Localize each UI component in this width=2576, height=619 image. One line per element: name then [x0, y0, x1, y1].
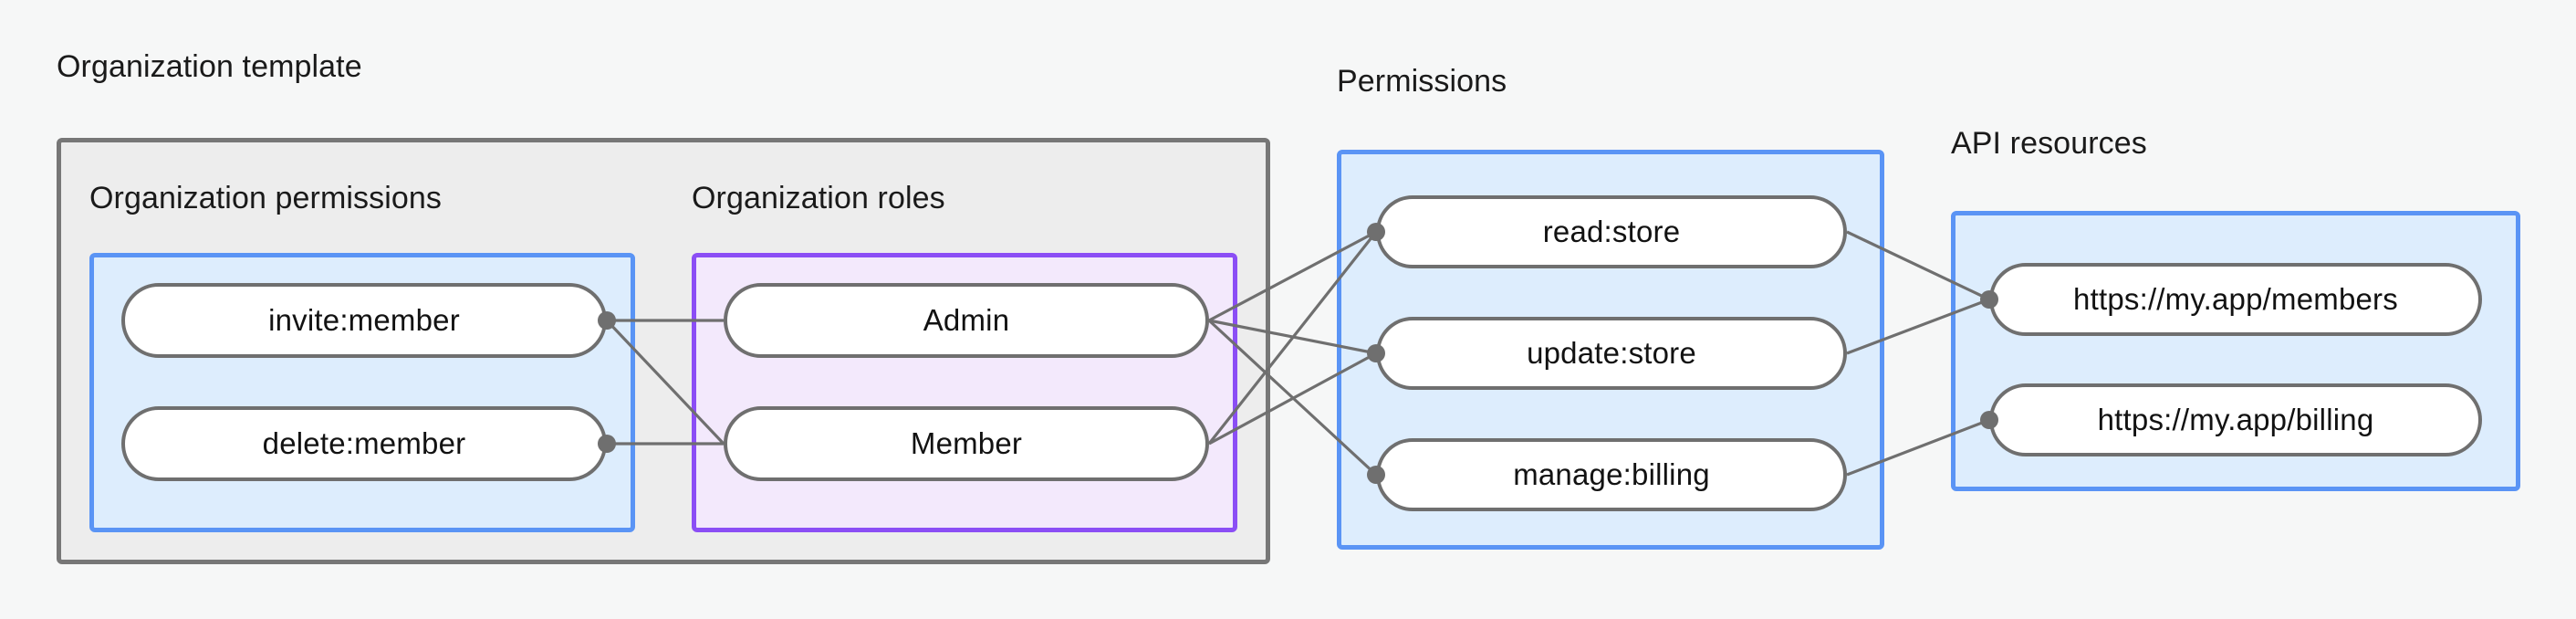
node-read-store[interactable]: read:store [1376, 195, 1847, 268]
organization-permissions-title: Organization permissions [89, 181, 443, 215]
permissions-title: Permissions [1337, 64, 1507, 99]
organization-roles-title: Organization roles [692, 181, 945, 215]
node-billing-resource[interactable]: https://my.app/billing [1989, 383, 2482, 456]
node-manage-billing[interactable]: manage:billing [1376, 438, 1847, 511]
node-admin[interactable]: Admin [724, 283, 1209, 358]
node-member[interactable]: Member [724, 406, 1209, 481]
node-invite-member[interactable]: invite:member [121, 283, 607, 358]
organization-template-title: Organization template [57, 49, 362, 84]
api-resources-title: API resources [1951, 126, 2147, 161]
node-delete-member[interactable]: delete:member [121, 406, 607, 481]
node-members-resource[interactable]: https://my.app/members [1989, 263, 2482, 336]
node-update-store[interactable]: update:store [1376, 317, 1847, 390]
